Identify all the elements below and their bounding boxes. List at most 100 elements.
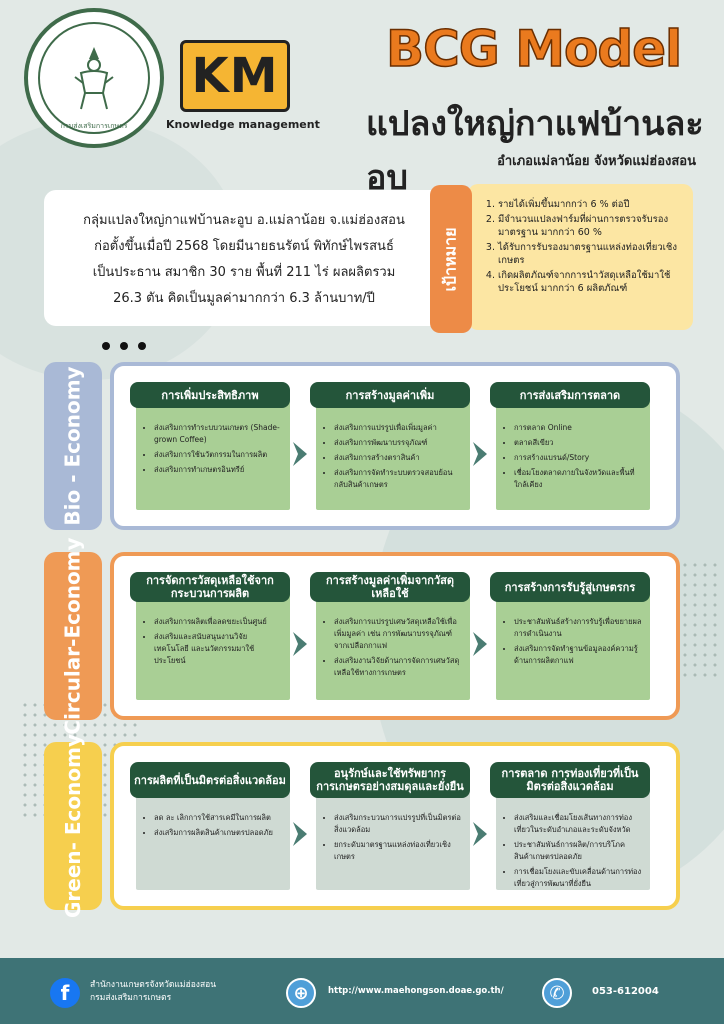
strategy-item: ประชาสัมพันธ์สร้างการรับรู้เพื่อขยายผลกา… [514,616,642,640]
section-label: Circular-Economy [61,537,85,735]
strategy-item: การเชื่อมโยงและขับเคลื่อนด้านการท่องเที่… [514,866,642,890]
chevron-right-icon [473,442,487,466]
strategy-item: ส่งเสริมและเชื่อมโยงเส้นทางการท่องเที่ยว… [514,812,642,836]
strategy-body: ประชาสัมพันธ์สร้างการรับรู้เพื่อขยายผลกา… [496,591,650,700]
goal-item: ได้รับการรับรองมาตรฐานแหล่งท่องเที่ยวเชิ… [498,241,683,267]
footer-org-line: สำนักงานเกษตรจังหวัดแม่ฮ่องสอน [90,980,217,990]
facebook-icon[interactable]: f [50,978,80,1008]
strategy-item: ส่งเสริมและสนับสนุนงานวิจัย เทคโนโลยี แล… [154,631,282,667]
strategy-body: ส่งเสริมการแปรรูปเศษวัสดุเหลือใช้เพื่อเพ… [316,591,470,700]
chevron-right-icon [473,632,487,656]
seal-caption: กรมส่งเสริมการเกษตร [60,122,128,130]
economy-section: Green- Economy ลด ละ เลิกการใช้สารเคมีในก… [44,734,680,918]
strategy-column: ส่งเสริมการแปรรูปเพื่อเพิ่มมูลค่าส่งเสริ… [310,382,470,510]
strategy-list: ส่งเสริมการผลิตเพื่อลดขยะเป็นศูนย์ส่งเสร… [144,616,282,667]
strategy-body: ส่งเสริมและเชื่อมโยงเส้นทางการท่องเที่ยว… [496,784,650,890]
strategy-item: ตลาดสีเขียว [514,437,642,449]
strategy-heading: อนุรักษ์และใช้ทรัพยากรการเกษตรอย่างสมดุล… [310,762,470,798]
strategy-item: ประชาสัมพันธ์การผลิต/การบริโภคสินค้าเกษต… [514,839,642,863]
strategy-column: ส่งเสริมการแปรรูปเศษวัสดุเหลือใช้เพื่อเพ… [310,572,470,700]
section-side-label: Green- Economy [44,734,102,918]
deity-emblem-icon [74,47,114,110]
strategy-item: ส่งเสริมการพัฒนาบรรจุภัณฑ์ [334,437,462,449]
strategy-item: ลด ละ เลิกการใช้สารเคมีในการผลิต [154,812,282,824]
section-label: Green- Economy [61,733,85,919]
chevron-right-icon [293,822,307,846]
strategy-body: ส่งเสริมการแปรรูปเพื่อเพิ่มมูลค่าส่งเสริ… [316,399,470,510]
strategy-heading: การตลาด การท่องเที่ยวที่เป็นมิตรต่อสิ่งแ… [490,762,650,798]
goals-label: เป้าหมาย [440,226,460,292]
strategy-heading: การผลิตที่เป็นมิตรต่อสิ่งแวดล้อม [130,762,290,798]
page-subtitle: แปลงใหญ่กาแฟบ้านละอูบ [366,104,704,198]
section-side-label: Bio - Economy [44,362,102,530]
chevron-right-icon [473,822,487,846]
goal-item: รายได้เพิ่มขึ้นมากกว่า 6 % ต่อปี [498,198,683,211]
km-badge: KM [180,40,290,112]
strategy-list: ส่งเสริมและเชื่อมโยงเส้นทางการท่องเที่ยว… [504,812,642,890]
strategy-list: ลด ละ เลิกการใช้สารเคมีในการผลิตส่งเสริม… [144,812,282,839]
footer: f สำนักงานเกษตรจังหวัดแม่ฮ่องสอน กรมส่งเ… [0,958,724,1024]
strategy-item: ส่งเสริมการผลิตเพื่อลดขยะเป็นศูนย์ [154,616,282,628]
economy-section: Circular-Economy ส่งเสริมการผลิตเพื่อลดขย… [44,537,680,735]
intro-line: ก่อตั้งขึ้นเมื่อปี 2568 โดยมีนายธนรัตน์ … [94,239,394,254]
footer-org-line: กรมส่งเสริมการเกษตร [90,993,172,1003]
intro-line: 26.3 ตัน คิดเป็นมูลค่ามากกว่า 6.3 ล้านบา… [113,291,375,306]
strategy-list: การตลาด Online ตลาดสีเขียวการสร้างแบรนด์/… [504,422,642,491]
strategy-column: ส่งเสริมและเชื่อมโยงเส้นทางการท่องเที่ยว… [490,762,650,890]
strategy-item: การตลาด Online [514,422,642,434]
goals-card: รายได้เพิ่มขึ้นมากกว่า 6 % ต่อปี มีจำนวน… [468,184,693,330]
km-text: KM [191,48,279,104]
strategy-body: การตลาด Online ตลาดสีเขียวการสร้างแบรนด์/… [496,399,650,510]
intro-line: เป็นประธาน สมาชิก 30 ราย พื้นที่ 211 ไร่… [92,265,396,280]
strategy-list: ส่งเสริมการทำระบบวนเกษตร (Shade-grown Co… [144,422,282,476]
strategy-heading: การส่งเสริมการตลาด [490,382,650,408]
km-subtitle: Knowledge management [166,118,320,131]
page-title: BCG Model [385,19,683,79]
website-link[interactable]: http://www.maehongson.doae.go.th/ [328,986,504,996]
department-seal-logo: กรมส่งเสริมการเกษตร [24,8,164,148]
strategy-heading: การสร้างมูลค่าเพิ่มจากวัสดุเหลือใช้ [310,572,470,602]
strategy-list: ประชาสัมพันธ์สร้างการรับรู้เพื่อขยายผลกา… [504,616,642,667]
phone-number[interactable]: 053-612004 [592,986,659,997]
strategy-item: ส่งเสริมการใช้นวัตกรรมในการผลิต [154,449,282,461]
strategy-item: ส่งเสริมกระบวนการแปรรูปที่เป็นมิตรต่อสิ่… [334,812,462,836]
goals-tab: เป้าหมาย [430,185,472,333]
globe-icon[interactable]: ⊕ [286,978,316,1008]
strategy-heading: การสร้างมูลค่าเพิ่ม [310,382,470,408]
strategy-item: เชื่อมโยงตลาดภายในจังหวัดและพื้นที่ใกล้เ… [514,467,642,491]
strategy-item: ส่งเสริมงานวิจัยด้านการจัดการเศษวัสดุเหล… [334,655,462,679]
strategy-heading: การจัดการวัสดุเหลือใช้จากกระบวนการผลิต [130,572,290,602]
strategy-list: ส่งเสริมกระบวนการแปรรูปที่เป็นมิตรต่อสิ่… [324,812,462,863]
strategy-list: ส่งเสริมการแปรรูปเพื่อเพิ่มมูลค่าส่งเสริ… [324,422,462,491]
strategy-body: ลด ละ เลิกการใช้สารเคมีในการผลิตส่งเสริม… [136,784,290,890]
strategy-column: การตลาด Online ตลาดสีเขียวการสร้างแบรนด์/… [490,382,650,510]
strategy-item: ส่งเสริมการผลิตสินค้าเกษตรปลอดภัย [154,827,282,839]
strategy-column: ส่งเสริมกระบวนการแปรรูปที่เป็นมิตรต่อสิ่… [310,762,470,890]
phone-icon[interactable]: ✆ [542,978,572,1008]
strategy-item: ส่งเสริมการแปรรูปเศษวัสดุเหลือใช้เพื่อเพ… [334,616,462,652]
strategy-body: ส่งเสริมการทำระบบวนเกษตร (Shade-grown Co… [136,399,290,510]
chevron-right-icon [293,442,307,466]
goal-item: เกิดผลิตภัณฑ์จากการนำวัสดุเหลือใช้มาใช้ป… [498,269,683,295]
economy-section: Bio - Economy ส่งเสริมการทำระบบวนเกษตร (S… [44,362,680,530]
section-side-label: Circular-Economy [44,537,102,735]
strategy-body: ส่งเสริมการผลิตเพื่อลดขยะเป็นศูนย์ส่งเสร… [136,591,290,700]
strategy-item: ส่งเสริมการจัดทำระบบตรวจสอบย้อนกลับสินค้… [334,467,462,491]
strategy-item: ยกระดับมาตรฐานแหล่งท่องเที่ยวเชิงเกษตร [334,839,462,863]
strategy-heading: การเพิ่มประสิทธิภาพ [130,382,290,408]
strategy-column: ส่งเสริมการทำระบบวนเกษตร (Shade-grown Co… [130,382,290,510]
decorative-dots [102,342,146,350]
strategy-item: ส่งเสริมการจัดทำฐานข้อมูลองค์ความรู้ด้าน… [514,643,642,667]
strategy-item: ส่งเสริมการแปรรูปเพื่อเพิ่มมูลค่า [334,422,462,434]
section-label: Bio - Economy [61,366,85,526]
strategy-item: การสร้างแบรนด์/Story [514,452,642,464]
location-line: อำเภอแม่ลาน้อย จังหวัดแม่ฮ่องสอน [497,154,696,169]
goal-item: มีจำนวนแปลงฟาร์มที่ผ่านการตรวจรับรองมาตร… [498,213,683,239]
chevron-right-icon [293,632,307,656]
strategy-heading: การสร้างการรับรู้สู่เกษตรกร [490,572,650,602]
intro-card: กลุ่มแปลงใหญ่กาแฟบ้านละอูบ อ.แม่ลาน้อย จ… [44,190,444,326]
strategy-item: ส่งเสริมการทำเกษตรอินทรีย์ [154,464,282,476]
strategy-list: ส่งเสริมการแปรรูปเศษวัสดุเหลือใช้เพื่อเพ… [324,616,462,679]
strategy-item: ส่งเสริมการทำระบบวนเกษตร (Shade-grown Co… [154,422,282,446]
